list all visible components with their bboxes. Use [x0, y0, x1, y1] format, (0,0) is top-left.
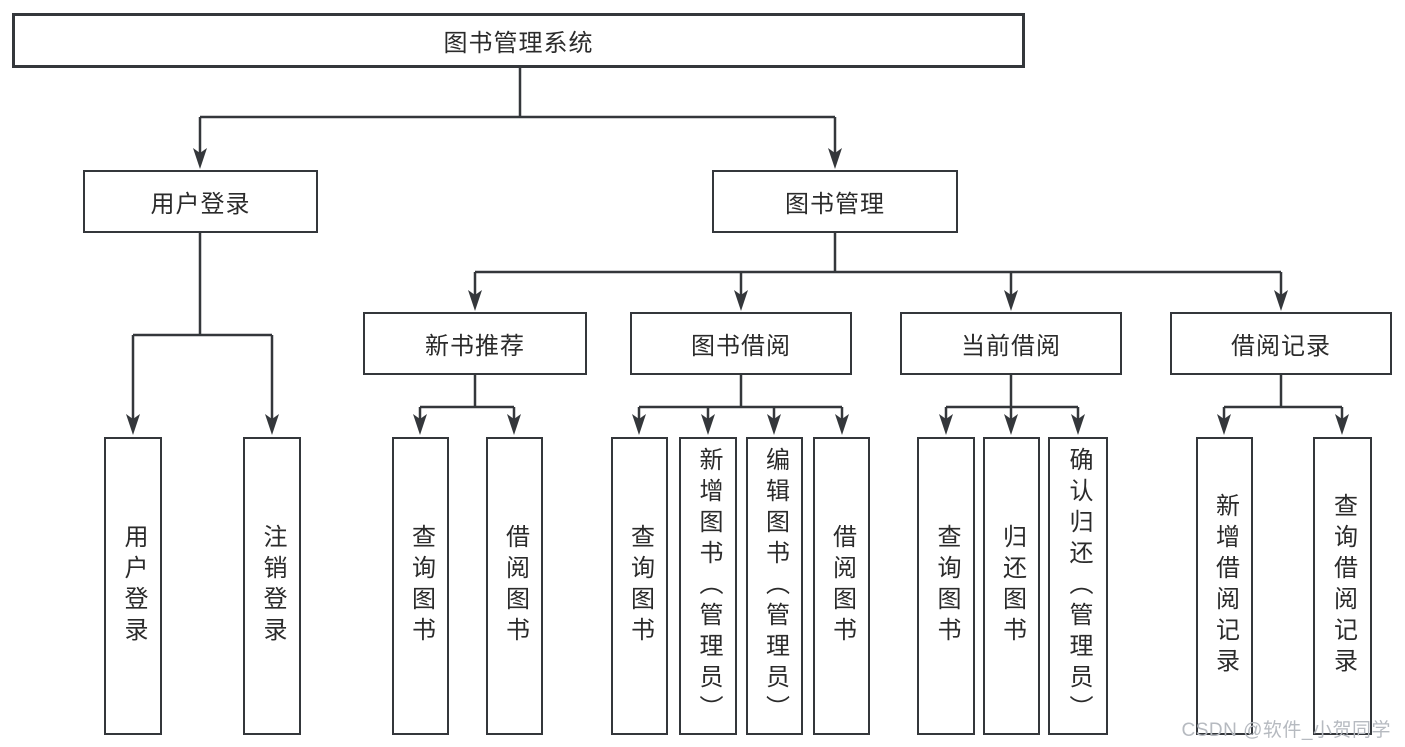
- node-current-borrowing: 当前借阅: [900, 312, 1122, 375]
- node-book-management: 图书管理: [712, 170, 958, 233]
- node-leaf-bb-query-books: 查询图书: [611, 437, 668, 735]
- node-leaf-bb-borrow-books: 借阅图书: [813, 437, 870, 735]
- arrowheads: [126, 148, 1349, 435]
- csdn-watermark: CSDN @软件_小贺同学: [1181, 720, 1391, 741]
- node-leaf-br-add-record: 新增借阅记录: [1196, 437, 1253, 735]
- node-leaf-rec-borrow-books: 借阅图书: [486, 437, 543, 735]
- node-user-login: 用户登录: [83, 170, 318, 233]
- node-borrowing-records: 借阅记录: [1170, 312, 1392, 375]
- node-leaf-bb-edit-books-admin: 编辑图书（管理员）: [746, 437, 803, 735]
- node-leaf-cb-confirm-return-admin: 确认归还（管理员）: [1048, 437, 1108, 735]
- node-leaf-logout: 注销登录: [243, 437, 301, 735]
- node-leaf-rec-query-books: 查询图书: [392, 437, 449, 735]
- node-library-management-system: 图书管理系统: [12, 13, 1025, 68]
- node-leaf-cb-return-books: 归还图书: [983, 437, 1040, 735]
- node-new-book-recommendation: 新书推荐: [363, 312, 587, 375]
- node-leaf-bb-add-books-admin: 新增图书（管理员）: [679, 437, 737, 735]
- node-book-borrowing: 图书借阅: [630, 312, 852, 375]
- node-leaf-br-query-record: 查询借阅记录: [1313, 437, 1372, 735]
- node-leaf-cb-query-books: 查询图书: [917, 437, 975, 735]
- node-leaf-user-login: 用户登录: [104, 437, 162, 735]
